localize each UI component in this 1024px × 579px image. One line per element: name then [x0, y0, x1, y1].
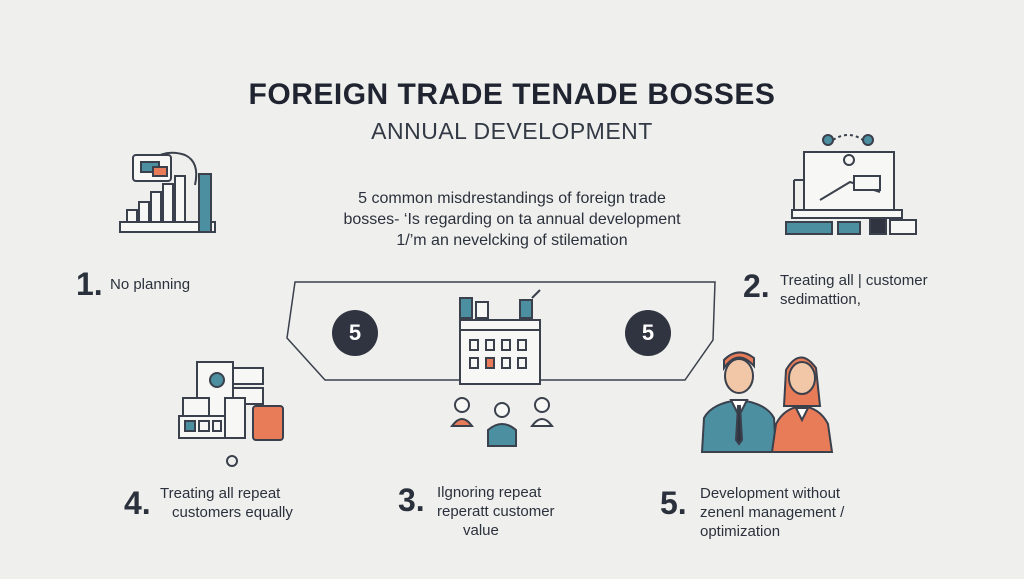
- item-1-number: 1.: [76, 266, 103, 302]
- item-3-label: Ilgnoring repeat reperatt customer value: [437, 483, 577, 540]
- item-3-line: Ilgnoring repeat: [437, 484, 542, 501]
- item-5-line: zenenl management /: [700, 504, 845, 521]
- item-4-line: Treating all repeat: [160, 485, 281, 502]
- intro-line: bosses- ‘Is regarding on ta annual devel…: [343, 211, 681, 228]
- item-2-label: Treating all | customer sedimattion,: [780, 271, 928, 309]
- item-2-line: sedimattion,: [780, 291, 861, 308]
- item-5-line: Development without: [700, 485, 841, 502]
- page-subtitle: ANNUAL DEVELOPMENT: [371, 118, 653, 144]
- item-5-label: Development without zenenl management / …: [700, 484, 844, 541]
- page-title: FOREIGN TRADE TENADE BOSSES: [248, 78, 776, 111]
- item-5-number: 5.: [660, 485, 687, 521]
- item-4-line: customers equally: [172, 504, 293, 521]
- item-1-label: No planning: [110, 276, 191, 293]
- item-4-number: 4.: [124, 485, 151, 521]
- center-badge-right: 5: [625, 310, 671, 356]
- intro-line: 1/’m an nevelcking of stilemation: [396, 232, 628, 249]
- intro-line: 5 common misdrestandings of foreign trad…: [358, 190, 666, 207]
- center-badge-left: 5: [332, 310, 378, 356]
- calendar-team-illustration: [450, 289, 554, 447]
- center-outline: [286, 281, 716, 381]
- documents-illustration: [178, 361, 284, 467]
- item-5-line: optimization: [700, 523, 781, 540]
- item-2-line: Treating all | customer: [780, 272, 928, 289]
- monitor-idea-illustration: [785, 134, 917, 235]
- item-3-line: reperatt customer: [437, 503, 555, 520]
- intro-text: 5 common misdrestandings of foreign trad…: [300, 188, 724, 251]
- item-3-number: 3.: [398, 482, 425, 518]
- item-2-number: 2.: [743, 268, 770, 304]
- business-people-illustration: [700, 351, 834, 453]
- item-4-label: Treating all repeat customers equally: [160, 484, 293, 522]
- item-3-line: value: [463, 522, 499, 539]
- bar-chart-illustration: [119, 151, 216, 233]
